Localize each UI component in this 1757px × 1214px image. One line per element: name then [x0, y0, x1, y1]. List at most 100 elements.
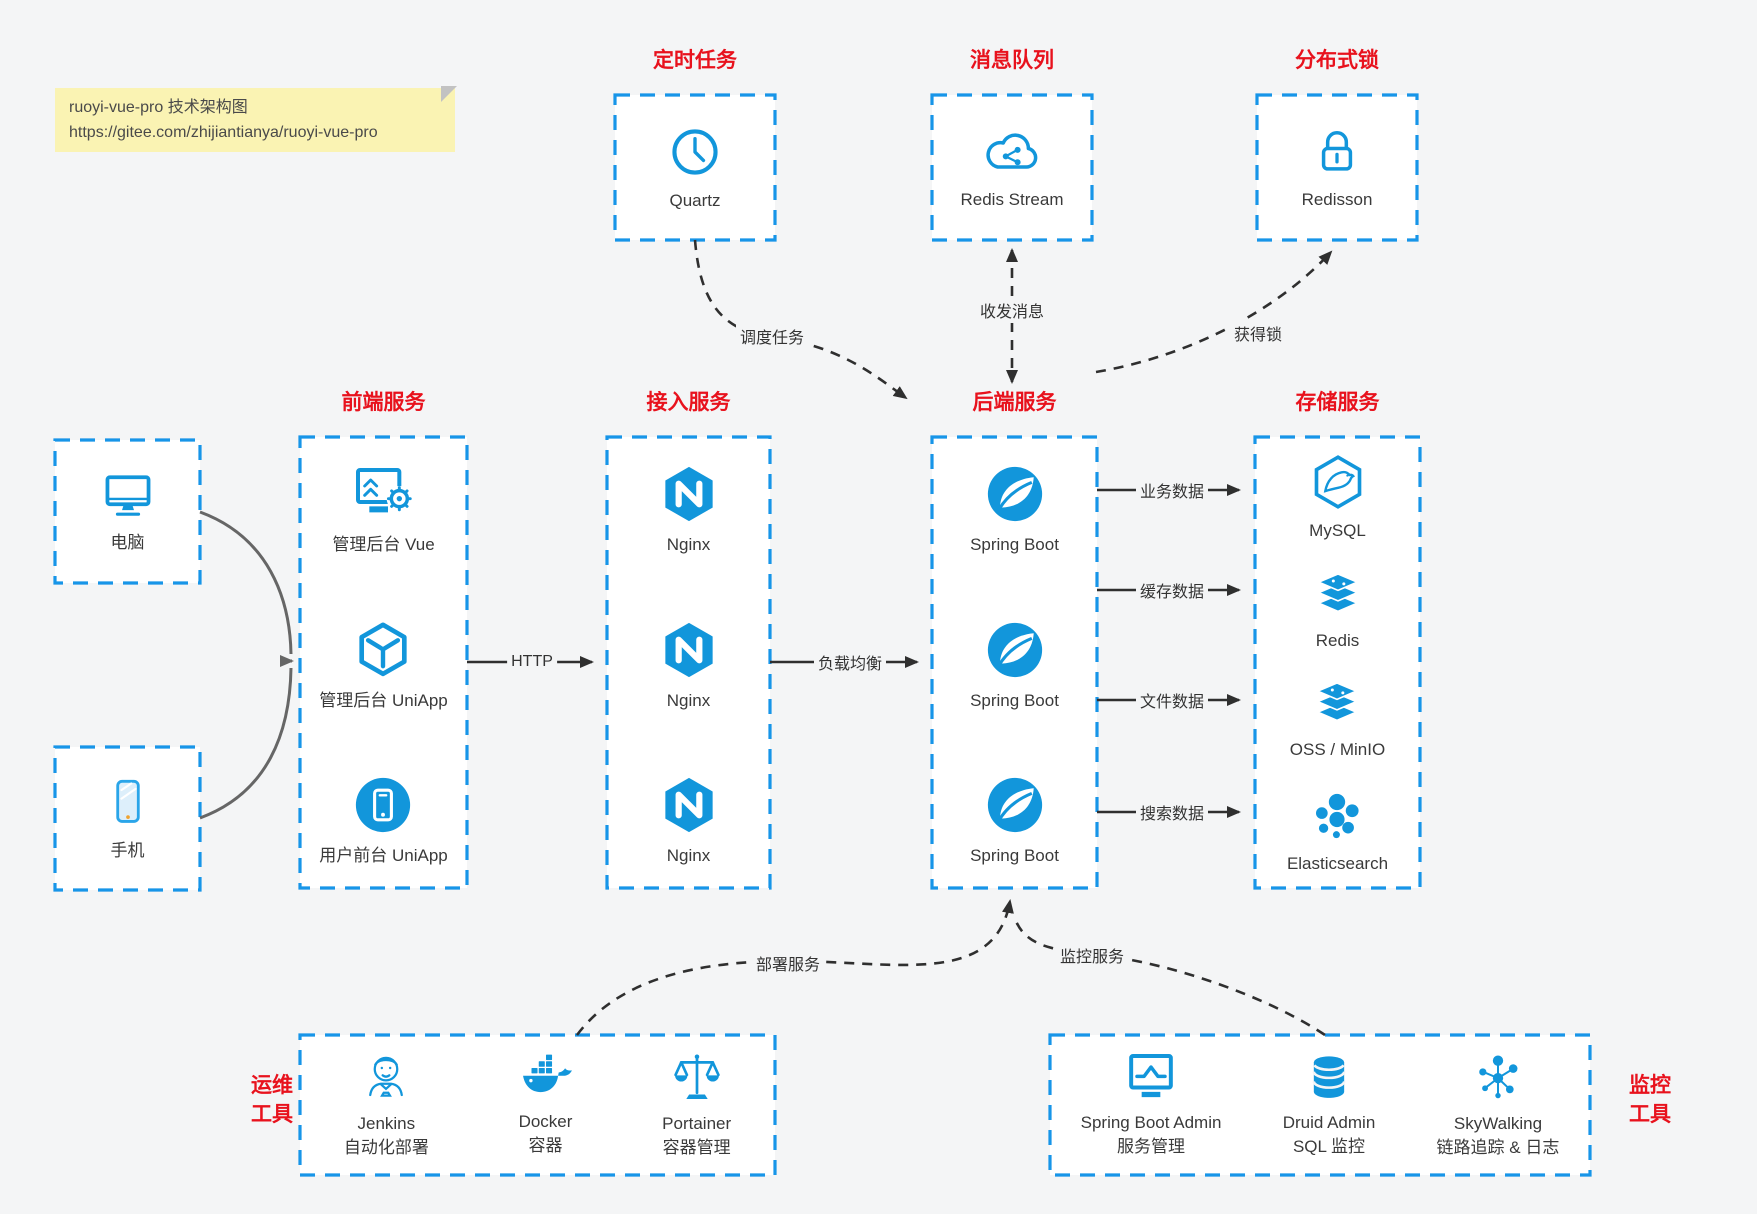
column-title-frontend: 前端服务: [341, 391, 426, 414]
node-elasticsearch: Elasticsearch: [1287, 788, 1388, 876]
node-label: Nginx: [666, 535, 711, 554]
clock-icon: [672, 128, 718, 175]
pc-box-frame: [53, 438, 202, 585]
node-redis: Redis: [1310, 569, 1366, 653]
lock-icon: [1321, 130, 1353, 171]
edge-label-cache-data: 缓存数据: [1135, 577, 1209, 603]
backend-column: Spring Boot Spring Boot Spring Boot: [932, 437, 1097, 888]
portainer-icon: [673, 1054, 720, 1099]
nginx-icon: [664, 622, 713, 677]
node-label: 管理后台 Vue: [332, 535, 435, 554]
edge-label-search-data: 搜索数据: [1135, 799, 1209, 825]
node-label: Spring Boot: [970, 690, 1059, 710]
node-redis-stream: Redis Stream: [932, 95, 1092, 240]
storage-column: MySQL Redis: [1255, 437, 1420, 888]
edge-label-file-data: 文件数据: [1135, 687, 1209, 713]
node-label: Nginx: [666, 846, 711, 865]
uniapp-cube-icon: [359, 621, 408, 676]
gateway-column: Nginx Nginx Nginx: [607, 437, 770, 888]
node-spring-boot-1: Spring Boot: [970, 463, 1059, 557]
edge-monitor-service: [1012, 915, 1326, 1037]
node-label: Portainer 容器管理: [662, 1114, 732, 1157]
edge-label-lock: 获得锁: [1229, 320, 1287, 346]
frontend-column: 管理后台 Vue 管理后台 UniApp 用户前台 UniApp: [300, 437, 467, 888]
jenkins-icon: [369, 1056, 404, 1097]
node-label: Spring Boot: [970, 846, 1059, 865]
ops-tools-group: Jenkins 自动化部署 Docker 容器: [300, 1035, 775, 1175]
node-label: Elasticsearch: [1286, 853, 1389, 873]
quartz-box-frame: [613, 93, 777, 242]
node-label: Redis Stream: [960, 189, 1064, 209]
node-spring-boot-admin: Spring Boot Admin 服务管理: [1080, 1051, 1222, 1159]
node-jenkins: Jenkins 自动化部署: [344, 1050, 429, 1160]
edge-label-monitor: 监控服务: [1055, 942, 1129, 968]
edge-pc-to-frontend: [199, 510, 293, 655]
elasticsearch-icon: [1316, 793, 1360, 839]
node-label: Druid Admin SQL 监控: [1282, 1113, 1376, 1156]
nginx-icon: [664, 466, 713, 522]
node-spring-boot-2: Spring Boot: [970, 619, 1059, 713]
mysql-icon: [1314, 455, 1361, 509]
node-label: Docker 容器: [518, 1112, 573, 1155]
edge-label-http: HTTP: [507, 652, 557, 672]
storage-stack-icon: [1317, 682, 1358, 722]
user-app-icon: [356, 777, 411, 833]
node-label: Redisson: [1301, 189, 1373, 209]
node-label: MySQL: [1309, 521, 1366, 540]
group-title-message-queue: 消息队列: [970, 49, 1054, 72]
node-label: Spring Boot: [970, 535, 1059, 554]
node-quartz: Quartz: [615, 95, 775, 240]
column-title-storage: 存储服务: [1295, 391, 1380, 414]
node-label: Redis: [1315, 630, 1360, 650]
edge-label-biz-data: 业务数据: [1135, 477, 1209, 503]
node-label: SkyWalking 链路追踪 & 日志: [1436, 1114, 1560, 1157]
node-nginx-1: Nginx: [658, 463, 720, 557]
title-note: ruoyi-vue-pro 技术架构图 https://gitee.com/zh…: [55, 86, 457, 152]
node-nginx-2: Nginx: [658, 619, 720, 713]
edge-label-schedule: 调度任务: [735, 323, 809, 349]
node-user-uniapp: 用户前台 UniApp: [319, 774, 448, 868]
node-pc: 电脑: [55, 440, 200, 583]
node-portainer: Portainer 容器管理: [662, 1050, 731, 1160]
docker-icon: [522, 1054, 572, 1093]
group-title-scheduled-jobs: 定时任务: [653, 49, 737, 72]
edge-label-deploy: 部署服务: [751, 950, 825, 976]
note-line-url: https://gitee.com/zhijiantianya/ruoyi-vu…: [69, 124, 378, 141]
node-druid-admin: Druid Admin SQL 监控: [1282, 1051, 1376, 1159]
column-title-backend: 后端服务: [972, 391, 1057, 414]
edge-acquire-lock: [1095, 250, 1333, 374]
group-title-ops-tools: 运维 工具: [251, 1074, 293, 1126]
node-label: Spring Boot Admin 服务管理: [1080, 1113, 1222, 1156]
node-label: OSS / MinIO: [1289, 740, 1386, 760]
node-admin-uniapp: 管理后台 UniApp: [319, 619, 448, 713]
node-label: 电脑: [110, 532, 145, 552]
node-mysql: MySQL: [1309, 453, 1367, 543]
column-title-gateway: 接入服务: [646, 391, 731, 414]
node-nginx-3: Nginx: [658, 774, 720, 868]
skywalking-icon: [1479, 1055, 1518, 1099]
mobile-icon: [115, 779, 140, 823]
edge-phone-to-frontend: [199, 667, 293, 820]
group-title-distributed-lock: 分布式锁: [1295, 49, 1379, 72]
spring-boot-icon: [987, 466, 1042, 522]
node-mobile: 手机: [55, 747, 200, 890]
edge-schedule-task: [693, 239, 908, 400]
node-spring-boot-3: Spring Boot: [970, 774, 1059, 868]
desktop-icon: [105, 474, 150, 516]
cloud-share-icon: [986, 132, 1038, 169]
node-redisson: Redisson: [1257, 95, 1417, 240]
node-skywalking: SkyWalking 链路追踪 & 日志: [1436, 1050, 1560, 1160]
node-label: Quartz: [669, 190, 721, 210]
node-label: 手机: [110, 840, 145, 860]
monitor-tools-group: Spring Boot Admin 服务管理 Druid Admin SQL 监…: [1050, 1035, 1590, 1175]
spring-boot-admin-icon: [1129, 1054, 1173, 1098]
node-label: Nginx: [666, 690, 711, 710]
node-docker: Docker 容器: [517, 1052, 575, 1158]
node-label: Jenkins 自动化部署: [343, 1114, 429, 1157]
nginx-icon: [664, 777, 713, 833]
node-label: 用户前台 UniApp: [319, 846, 448, 865]
edge-label-mq: 收发消息: [975, 297, 1049, 323]
note-line-title: ruoyi-vue-pro 技术架构图: [69, 99, 248, 116]
